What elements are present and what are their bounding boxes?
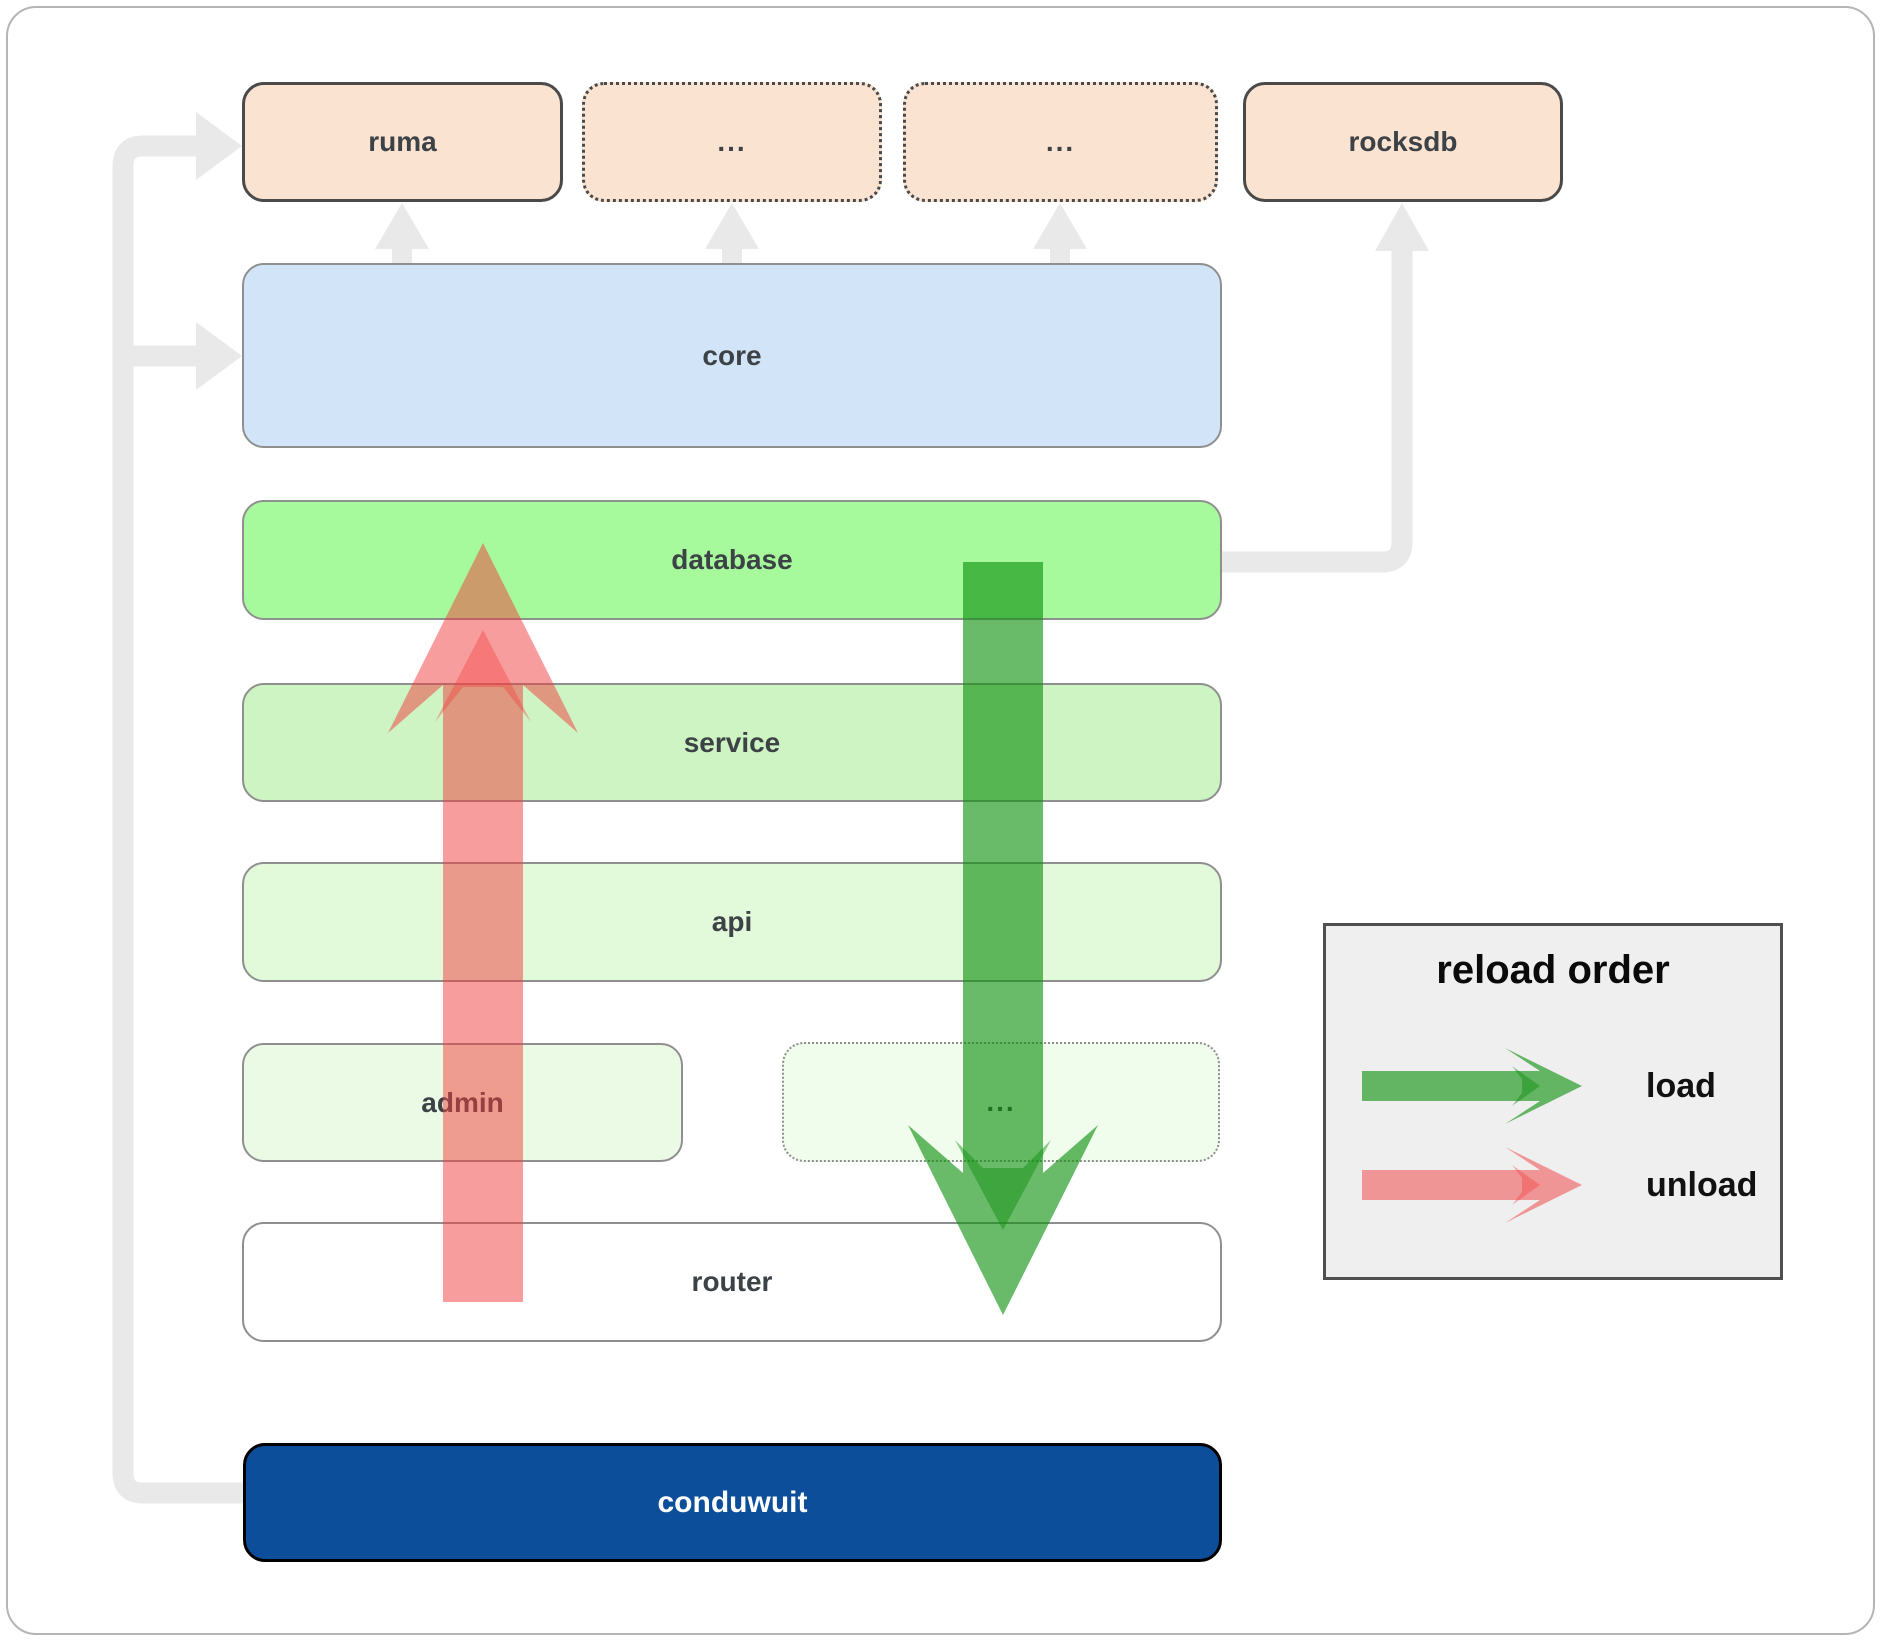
node-dots-top-2-label: ... <box>1045 126 1076 157</box>
node-dots-top-1: ... <box>582 82 882 202</box>
node-database-label: database <box>671 544 793 575</box>
node-api: api <box>242 862 1222 982</box>
node-router: router <box>242 1222 1222 1342</box>
node-dots-admin-label: ... <box>986 1086 1016 1117</box>
node-conduwuit: conduwuit <box>243 1443 1222 1562</box>
node-dots-admin: ... <box>782 1042 1220 1162</box>
node-dots-top-2: ... <box>903 82 1218 202</box>
load-arrow-icon <box>1362 1048 1582 1124</box>
legend-row-unload: unload <box>1362 1140 1757 1230</box>
legend: reload order load unload <box>1323 923 1783 1280</box>
unload-arrow-icon <box>1362 1147 1582 1223</box>
outer-frame <box>6 6 1875 1635</box>
node-service-label: service <box>683 726 781 758</box>
node-conduwuit-label: conduwuit <box>657 1485 808 1519</box>
node-ruma-label: ruma <box>368 126 437 157</box>
node-router-label: router <box>691 1266 773 1297</box>
node-ruma: ruma <box>242 82 563 202</box>
node-admin-label: admin <box>421 1086 504 1118</box>
legend-load-label: load <box>1646 1066 1716 1105</box>
node-rocksdb: rocksdb <box>1243 82 1563 202</box>
node-database: database <box>242 500 1222 620</box>
node-core-label: core <box>702 339 762 371</box>
node-admin: admin <box>242 1043 683 1162</box>
legend-unload-label: unload <box>1646 1165 1758 1204</box>
node-dots-top-1-label: ... <box>717 126 747 157</box>
node-rocksdb-label: rocksdb <box>1348 126 1458 157</box>
legend-title: reload order <box>1436 948 1670 992</box>
legend-row-load: load <box>1362 1041 1716 1131</box>
node-service: service <box>242 683 1222 802</box>
node-api-label: api <box>711 906 753 937</box>
node-core: core <box>242 263 1222 448</box>
